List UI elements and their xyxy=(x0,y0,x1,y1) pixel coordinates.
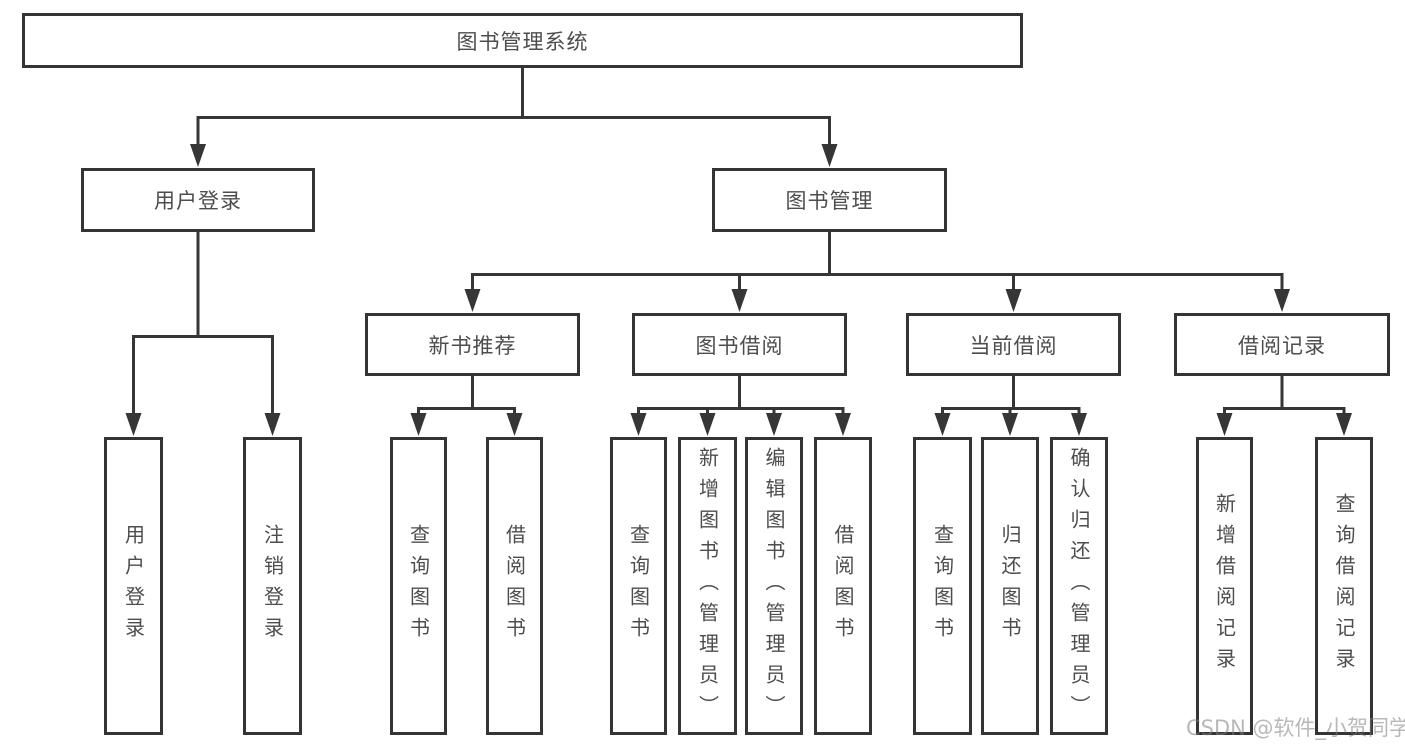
node-book-borrow-label: 图书借阅 xyxy=(695,333,784,358)
node-user-login-label: 用户登录 xyxy=(154,189,242,213)
leaf-query-record-label: 查询借阅记录 xyxy=(1332,493,1356,679)
csdn-watermark: CSDN @软件_小贺同学 xyxy=(1186,716,1405,740)
node-borrow-record: 借阅记录 xyxy=(1174,313,1390,376)
connector-records-to-leaves xyxy=(1216,376,1352,436)
leaf-query-record: 查询借阅记录 xyxy=(1315,437,1373,735)
leaf-newbooks-borrow-label: 借阅图书 xyxy=(502,524,527,648)
leaf-current-query-label: 查询图书 xyxy=(930,524,955,648)
leaf-borrow-edit-book: 编辑图书（管理员） xyxy=(745,437,803,735)
node-current-borrow: 当前借阅 xyxy=(906,313,1121,376)
leaf-borrow-query: 查询图书 xyxy=(610,437,667,735)
leaf-confirm-return: 确认归还（管理员） xyxy=(1050,437,1108,735)
leaf-logout: 注销登录 xyxy=(243,437,302,735)
node-root-label: 图书管理系统 xyxy=(456,29,589,54)
leaf-borrow-book-label: 借阅图书 xyxy=(831,524,855,648)
leaf-return-book: 归还图书 xyxy=(981,437,1039,735)
connector-userlogin-to-leaves xyxy=(125,232,281,436)
leaf-newbooks-query: 查询图书 xyxy=(390,437,447,735)
node-book-management: 图书管理 xyxy=(712,168,947,232)
leaf-borrow-query-label: 查询图书 xyxy=(626,524,651,648)
leaf-user-login-label: 用户登录 xyxy=(121,524,146,648)
leaf-add-record: 新增借阅记录 xyxy=(1196,437,1253,735)
connector-bookmgmt-to-level3 xyxy=(464,232,1290,312)
leaf-confirm-return-label: 确认归还（管理员） xyxy=(1067,446,1091,726)
connector-root-to-level2 xyxy=(190,68,838,167)
leaf-user-login: 用户登录 xyxy=(104,437,163,735)
leaf-borrow-add-book-label: 新增图书（管理员） xyxy=(695,446,720,726)
leaf-newbooks-borrow: 借阅图书 xyxy=(486,437,543,735)
connector-currentborrow-to-leaves xyxy=(934,376,1087,436)
leaf-current-query: 查询图书 xyxy=(913,437,972,735)
node-user-login: 用户登录 xyxy=(81,168,315,232)
connector-bookborrow-to-leaves xyxy=(630,376,851,436)
leaf-add-record-label: 新增借阅记录 xyxy=(1212,493,1237,679)
node-current-borrow-label: 当前借阅 xyxy=(969,333,1058,358)
leaf-borrow-book: 借阅图书 xyxy=(814,437,872,735)
node-root-system: 图书管理系统 xyxy=(22,13,1023,68)
node-new-book-recommend: 新书推荐 xyxy=(365,313,580,376)
leaf-borrow-add-book: 新增图书（管理员） xyxy=(678,437,737,735)
connector-newbooks-to-leaves xyxy=(410,376,523,436)
node-book-borrow: 图书借阅 xyxy=(632,313,847,376)
node-borrow-record-label: 借阅记录 xyxy=(1238,333,1326,358)
leaf-newbooks-query-label: 查询图书 xyxy=(406,524,431,648)
leaf-logout-label: 注销登录 xyxy=(260,524,285,648)
leaf-borrow-edit-book-label: 编辑图书（管理员） xyxy=(762,446,786,726)
node-book-management-label: 图书管理 xyxy=(785,189,874,213)
leaf-return-book-label: 归还图书 xyxy=(998,524,1022,648)
node-new-book-recommend-label: 新书推荐 xyxy=(428,333,517,358)
